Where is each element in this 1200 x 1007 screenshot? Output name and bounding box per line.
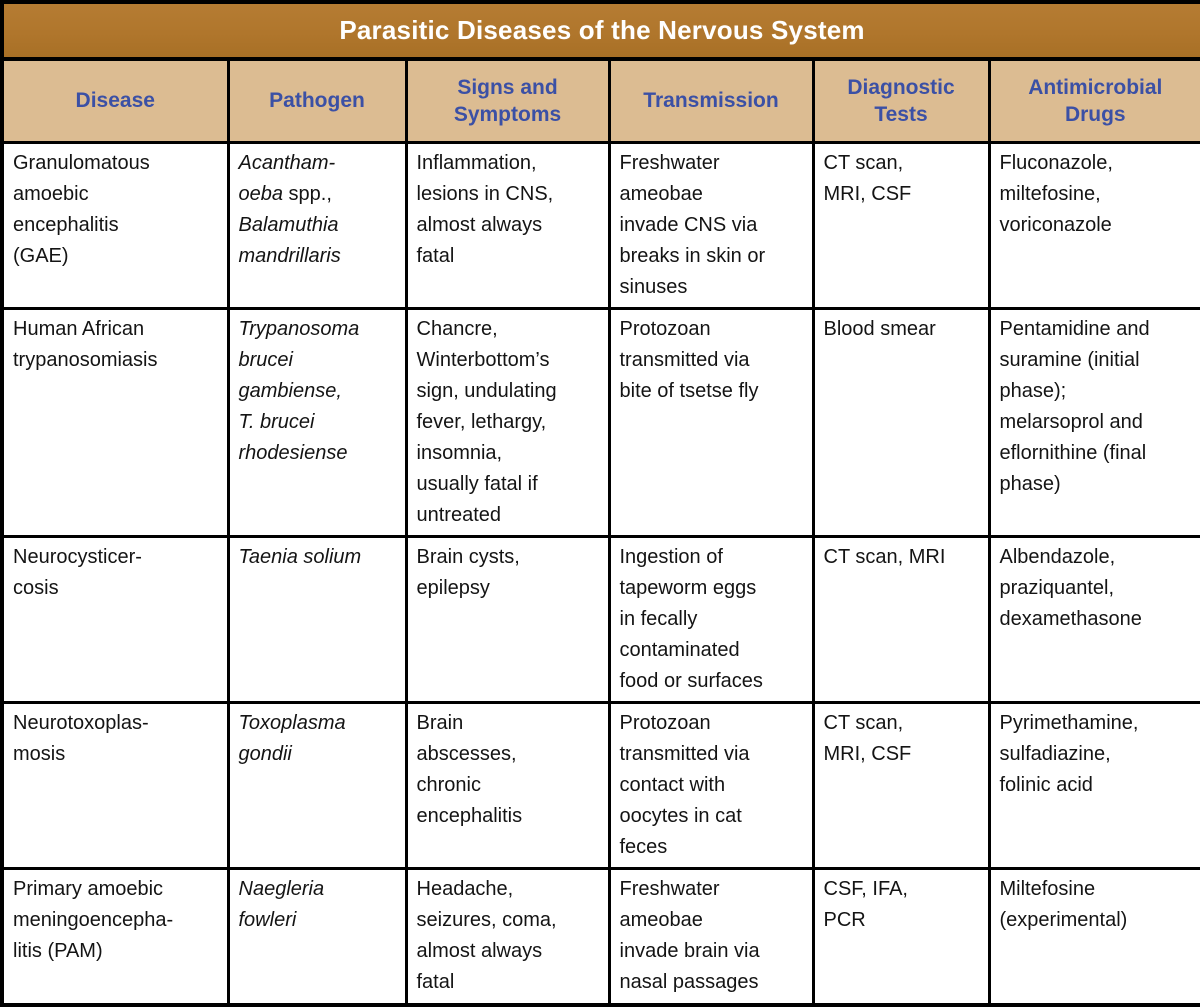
cell-pathogen: Toxoplasma gondii <box>226 700 408 870</box>
cell-transmission: Protozoan transmitted via bite of tsetse… <box>607 306 815 538</box>
cell-drugs: Albendazole, praziquantel, dexamethasone <box>987 534 1200 704</box>
pathogen-name-italic: Trypanosoma brucei gambiense, T. brucei … <box>238 317 360 464</box>
cell-pathogen: Taenia solium <box>226 534 408 704</box>
pathogen-name-italic: Balamuthia mandrillaris <box>238 213 341 267</box>
cell-signs: Headache, seizures, coma, almost always … <box>404 866 611 1007</box>
pathogen-name-italic: Taenia solium <box>238 545 362 568</box>
cell-pathogen: Acantham- oeba spp., Balamuthia mandrill… <box>226 140 408 310</box>
cell-signs: Brain cysts, epilepsy <box>404 534 611 704</box>
cell-diagnostic: CT scan, MRI <box>811 534 991 704</box>
cell-transmission: Freshwater ameobae invade CNS via breaks… <box>607 140 815 310</box>
table-row: Primary amoebic meningoencepha- litis (P… <box>0 866 1200 1007</box>
cell-disease: Primary amoebic meningoencepha- litis (P… <box>0 866 230 1007</box>
column-header-diagnostic: Diagnostic Tests <box>811 57 991 144</box>
table-body: Granulomatous amoebic encephalitis (GAE)… <box>0 140 1200 1007</box>
cell-pathogen: Trypanosoma brucei gambiense, T. brucei … <box>226 306 408 538</box>
cell-signs: Brain abscesses, chronic encephalitis <box>404 700 611 870</box>
cell-drugs: Fluconazole, miltefosine, voriconazole <box>987 140 1200 310</box>
cell-signs: Chancre, Winterbottom’s sign, undulating… <box>404 306 611 538</box>
column-header-row: Disease Pathogen Signs and Symptoms Tran… <box>0 57 1200 144</box>
table-title: Parasitic Diseases of the Nervous System <box>0 0 1200 61</box>
cell-diagnostic: CT scan, MRI, CSF <box>811 140 991 310</box>
title-row: Parasitic Diseases of the Nervous System <box>0 0 1200 61</box>
cell-diagnostic: Blood smear <box>811 306 991 538</box>
table-row: Neurocysticer- cosis Taenia solium Brain c… <box>0 534 1200 704</box>
column-header-pathogen: Pathogen <box>226 57 408 144</box>
cell-drugs: Miltefosine (experimental) <box>987 866 1200 1007</box>
table-row: Granulomatous amoebic encephalitis (GAE)… <box>0 140 1200 310</box>
cell-transmission: Freshwater ameobae invade brain via nasa… <box>607 866 815 1007</box>
pathogen-name-italic: Acantham- oeba <box>238 151 336 205</box>
cell-disease: Neurotoxoplas- mosis <box>0 700 230 870</box>
cell-drugs: Pyrimethamine, sulfadiazine, folinic aci… <box>987 700 1200 870</box>
column-header-drugs: Antimicrobial Drugs <box>987 57 1200 144</box>
cell-pathogen: Naegleria fowleri <box>226 866 408 1007</box>
column-header-transmission: Transmission <box>607 57 815 144</box>
cell-disease: Human African trypanosomiasis <box>0 306 230 538</box>
pathogen-name-italic: Toxoplasma gondii <box>238 711 346 765</box>
cell-diagnostic: CT scan, MRI, CSF <box>811 700 991 870</box>
cell-transmission: Ingestion of tapeworm eggs in fecally co… <box>607 534 815 704</box>
cell-transmission: Protozoan transmitted via contact with o… <box>607 700 815 870</box>
cell-diagnostic: CSF, IFA, PCR <box>811 866 991 1007</box>
cell-disease: Granulomatous amoebic encephalitis (GAE) <box>0 140 230 310</box>
column-header-signs: Signs and Symptoms <box>404 57 611 144</box>
cell-signs: Inflammation, lesions in CNS, almost alw… <box>404 140 611 310</box>
pathogen-name-regular: spp., <box>283 182 332 205</box>
column-header-disease: Disease <box>0 57 230 144</box>
cell-drugs: Pentamidine and suramine (initial phase)… <box>987 306 1200 538</box>
pathogen-name-italic: Naegleria fowleri <box>238 877 325 931</box>
cell-disease: Neurocysticer- cosis <box>0 534 230 704</box>
